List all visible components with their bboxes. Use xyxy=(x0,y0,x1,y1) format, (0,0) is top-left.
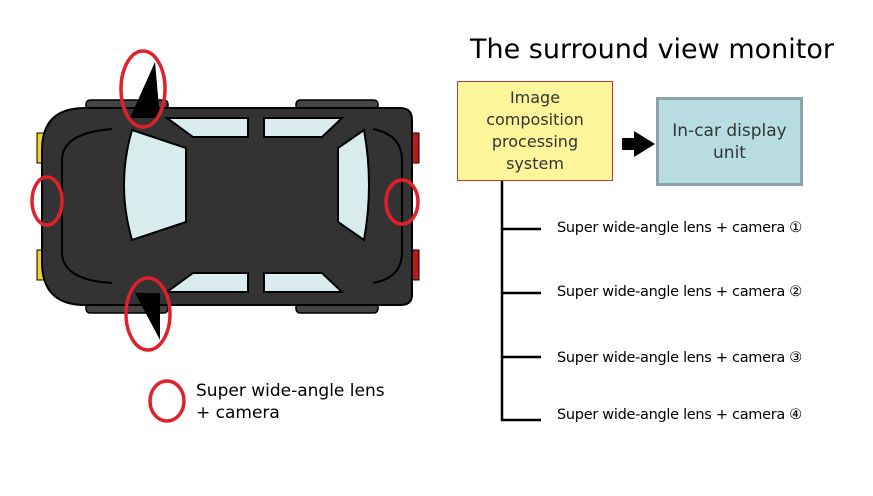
camera-label-3: Super wide-angle lens + camera ③ xyxy=(557,350,802,366)
camera-label-2: Super wide-angle lens + camera ② xyxy=(557,284,802,300)
car-top-view xyxy=(36,62,420,340)
camera-marker-front-mirror xyxy=(119,49,167,129)
camera-markers xyxy=(30,49,420,423)
page-title: The surround view monitor xyxy=(470,34,834,65)
processing-system-box: Image composition processing system xyxy=(457,81,613,181)
camera-marker-front xyxy=(30,175,64,227)
camera-label-1: Super wide-angle lens + camera ① xyxy=(557,220,802,236)
display-unit-box: In-car display unit xyxy=(656,97,803,186)
connector-lines xyxy=(500,181,541,422)
legend-marker xyxy=(148,379,186,423)
legend-label: Super wide-angle lens + camera xyxy=(196,381,385,423)
camera-marker-rear-mirror xyxy=(124,276,172,352)
camera-label-4: Super wide-angle lens + camera ④ xyxy=(557,407,802,423)
arrow-icon xyxy=(622,131,655,157)
camera-marker-rear xyxy=(384,178,420,226)
